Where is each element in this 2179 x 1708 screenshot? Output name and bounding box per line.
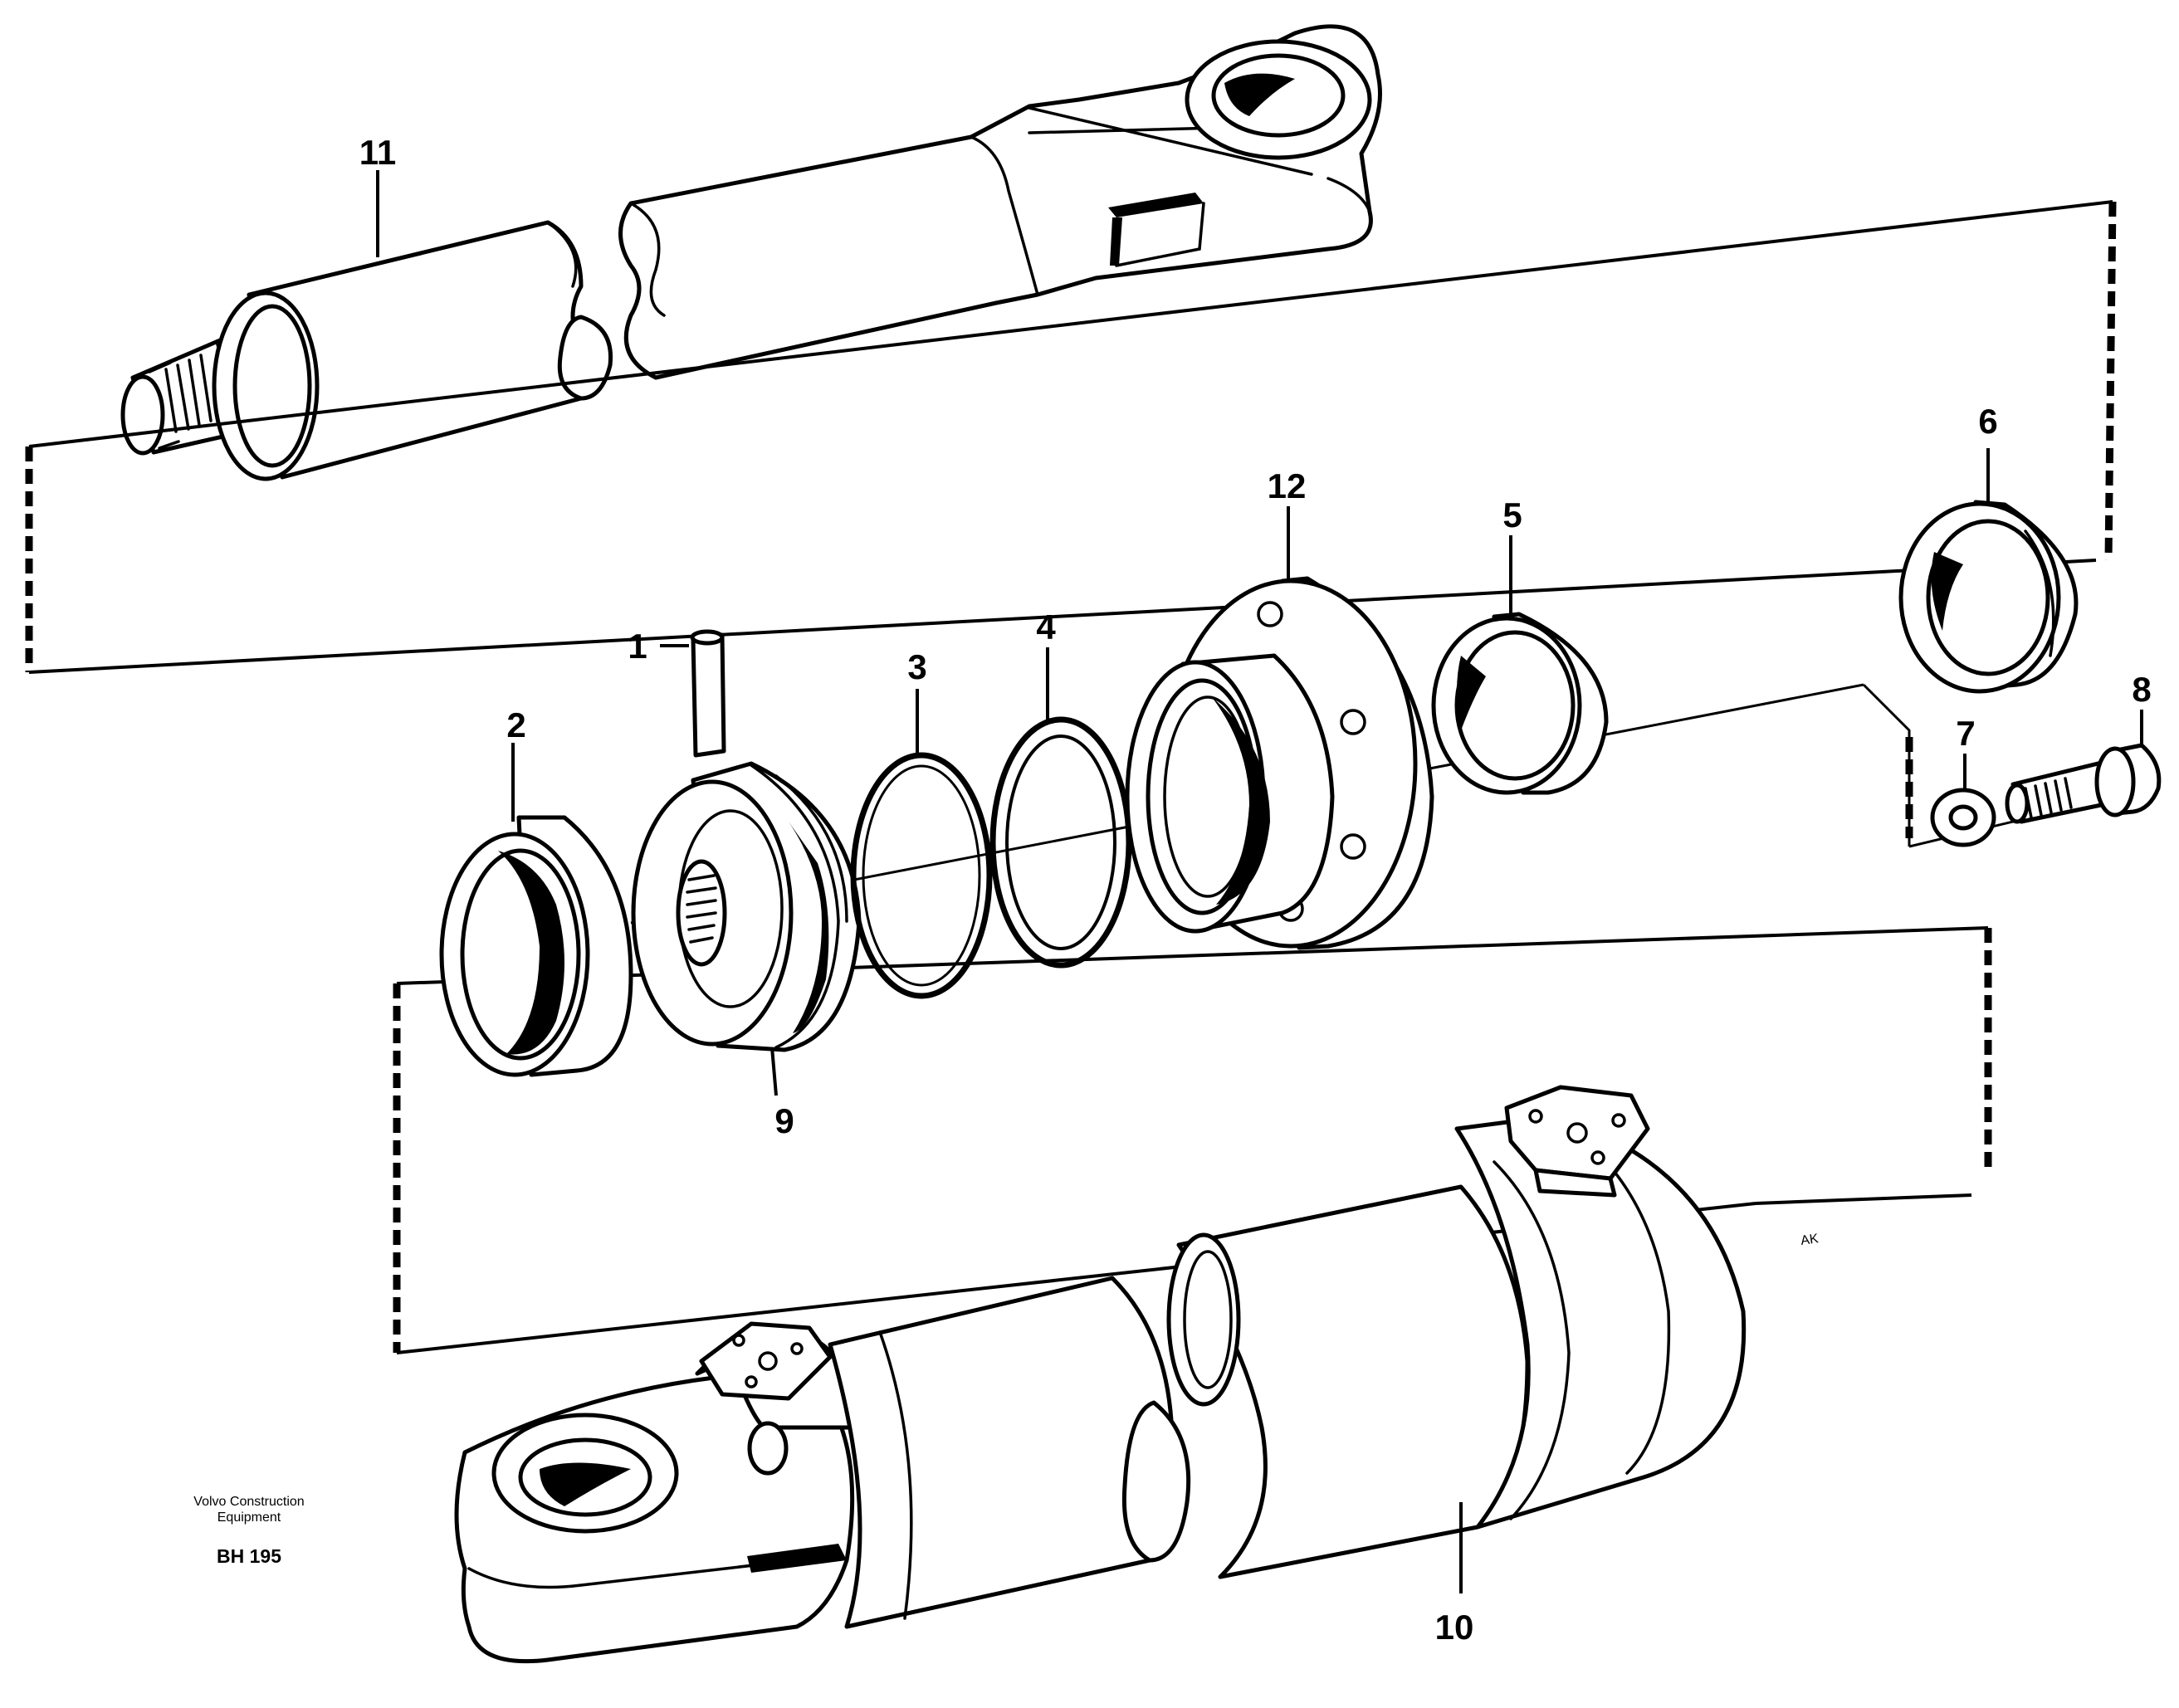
callout-part-8: 8	[2132, 670, 2151, 709]
figure-code: BH 195	[217, 1545, 281, 1567]
cylinder-head	[1125, 576, 1434, 950]
callout-part-10: 10	[1435, 1608, 1474, 1647]
brand-line-2: Equipment	[217, 1510, 281, 1525]
wiper-seal	[439, 815, 633, 1077]
brand-line-1: Volvo Construction	[193, 1495, 305, 1509]
rod-left-section	[212, 220, 613, 481]
washer	[1930, 788, 1996, 847]
callout-part-7: 7	[1956, 714, 1975, 753]
pin	[690, 629, 726, 758]
rod-wiper	[1898, 500, 2079, 694]
callout-part-6: 6	[1978, 402, 1997, 441]
leader-lines	[376, 170, 2143, 1593]
cylinder-tube	[454, 1085, 1747, 1664]
callout-part-11: 11	[359, 133, 396, 172]
callout-part-5: 5	[1502, 495, 1522, 534]
callout-labels: 11 2 1 3 4 12 5 6 7 8 9 10 AK	[359, 133, 2152, 1647]
o-ring	[850, 752, 993, 999]
imprint-mark: AK	[1800, 1232, 1820, 1248]
callout-part-2: 2	[506, 705, 525, 744]
rod-seal	[1431, 612, 1609, 795]
rod-eye-end	[618, 24, 1382, 380]
piston-rod	[120, 24, 1382, 481]
callout-part-3: 3	[907, 647, 926, 686]
callout-part-4: 4	[1036, 608, 1056, 647]
backup-ring	[989, 716, 1132, 969]
screw	[2005, 743, 2162, 824]
callout-part-1: 1	[628, 627, 647, 666]
piston	[631, 761, 862, 1052]
brand-caption: Volvo Construction Equipment	[158, 1494, 340, 1525]
callout-part-9: 9	[774, 1101, 794, 1140]
callout-part-12: 12	[1268, 466, 1307, 505]
assembly-frame-top	[25, 200, 2117, 674]
